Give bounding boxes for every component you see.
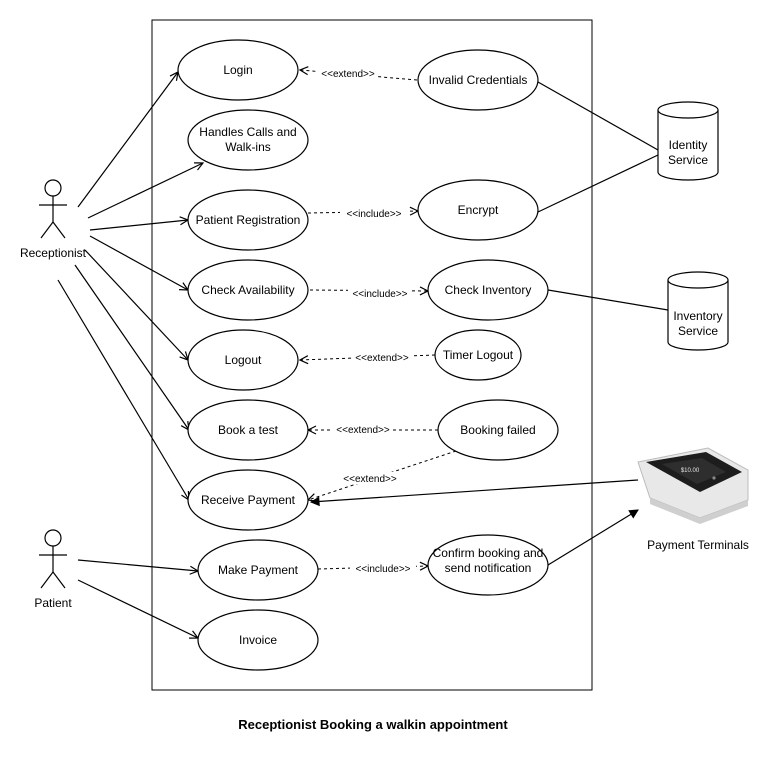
extend-label-payment: <<extend>> — [343, 474, 397, 485]
use-case-logout: Logout — [187, 329, 299, 391]
svg-text:Inventory: Inventory — [673, 309, 722, 323]
actor-receptionist-label: Receptionist — [20, 246, 87, 260]
terminal-screen-readout: $10.00 — [681, 468, 700, 474]
svg-text:Invoice: Invoice — [239, 633, 277, 647]
svg-text:Walk-ins: Walk-ins — [225, 140, 271, 154]
svg-text:Identity: Identity — [669, 138, 708, 152]
use-case-make-payment: Make Payment — [197, 539, 319, 601]
use-case-encrypt: Encrypt — [417, 179, 539, 241]
use-case-invoice: Invoice — [197, 609, 319, 671]
payment-terminal-image: $10.00 — [637, 447, 749, 524]
svg-text:Logout: Logout — [225, 353, 262, 367]
system-associations — [311, 81, 669, 566]
use-case-timer-logout: Timer Logout — [434, 329, 522, 381]
use-case-check-availability: Check Availability — [187, 259, 309, 321]
use-case-book-test: Book a test — [187, 399, 309, 461]
relation-labels: <<extend>> <<include>> <<include>> <<ext… — [318, 67, 416, 575]
include-label-confirm: <<include>> — [355, 564, 410, 575]
use-case-patient-registration: Patient Registration — [187, 189, 309, 251]
svg-text:Receive Payment: Receive Payment — [201, 493, 296, 507]
actor-patient-label: Patient — [34, 596, 72, 610]
svg-text:Confirm booking and: Confirm booking and — [433, 546, 544, 560]
use-case-check-inventory: Check Inventory — [427, 259, 549, 321]
extend-label-booking: <<extend>> — [336, 425, 390, 436]
use-case-login: Login — [177, 39, 299, 101]
svg-text:Encrypt: Encrypt — [458, 203, 499, 217]
svg-text:Invalid Credentials: Invalid Credentials — [429, 73, 528, 87]
diagram-caption: Receptionist Booking a walkin appointmen… — [238, 717, 508, 732]
use-case-confirm-booking: Confirm booking and send notification — [427, 534, 549, 596]
actor-receptionist: Receptionist — [20, 179, 87, 260]
svg-text:Service: Service — [668, 153, 708, 167]
include-label-inventory: <<include>> — [352, 289, 407, 300]
svg-text:Make Payment: Make Payment — [218, 563, 299, 577]
svg-text:Booking failed: Booking failed — [460, 423, 535, 437]
payment-terminals-label: Payment Terminals — [647, 538, 749, 552]
use-case-invalid-credentials: Invalid Credentials — [417, 49, 539, 111]
use-case-receive-payment: Receive Payment — [187, 469, 309, 531]
patient-associations — [77, 559, 198, 638]
svg-text:Timer Logout: Timer Logout — [443, 348, 514, 362]
svg-text:Check Inventory: Check Inventory — [445, 283, 532, 297]
actor-patient: Patient — [34, 529, 72, 610]
extend-label-login: <<extend>> — [321, 69, 375, 80]
svg-text:Service: Service — [678, 324, 718, 338]
inventory-service-database: Inventory Service — [667, 271, 729, 351]
use-case-booking-failed: Booking failed — [437, 399, 559, 461]
include-label-encrypt: <<include>> — [346, 209, 401, 220]
svg-text:Handles Calls and: Handles Calls and — [199, 125, 296, 139]
svg-text:send notification: send notification — [445, 561, 532, 575]
svg-text:Login: Login — [223, 63, 252, 77]
use-case-handles-calls: Handles Calls and Walk-ins — [187, 109, 309, 171]
svg-text:Book a test: Book a test — [218, 423, 279, 437]
identity-service-database: Identity Service — [657, 101, 719, 181]
system-boundary — [151, 19, 593, 691]
svg-text:Check Availability: Check Availability — [201, 283, 294, 297]
svg-text:Patient Registration: Patient Registration — [196, 213, 301, 227]
receptionist-associations — [57, 72, 203, 500]
extend-label-logout: <<extend>> — [355, 353, 409, 364]
